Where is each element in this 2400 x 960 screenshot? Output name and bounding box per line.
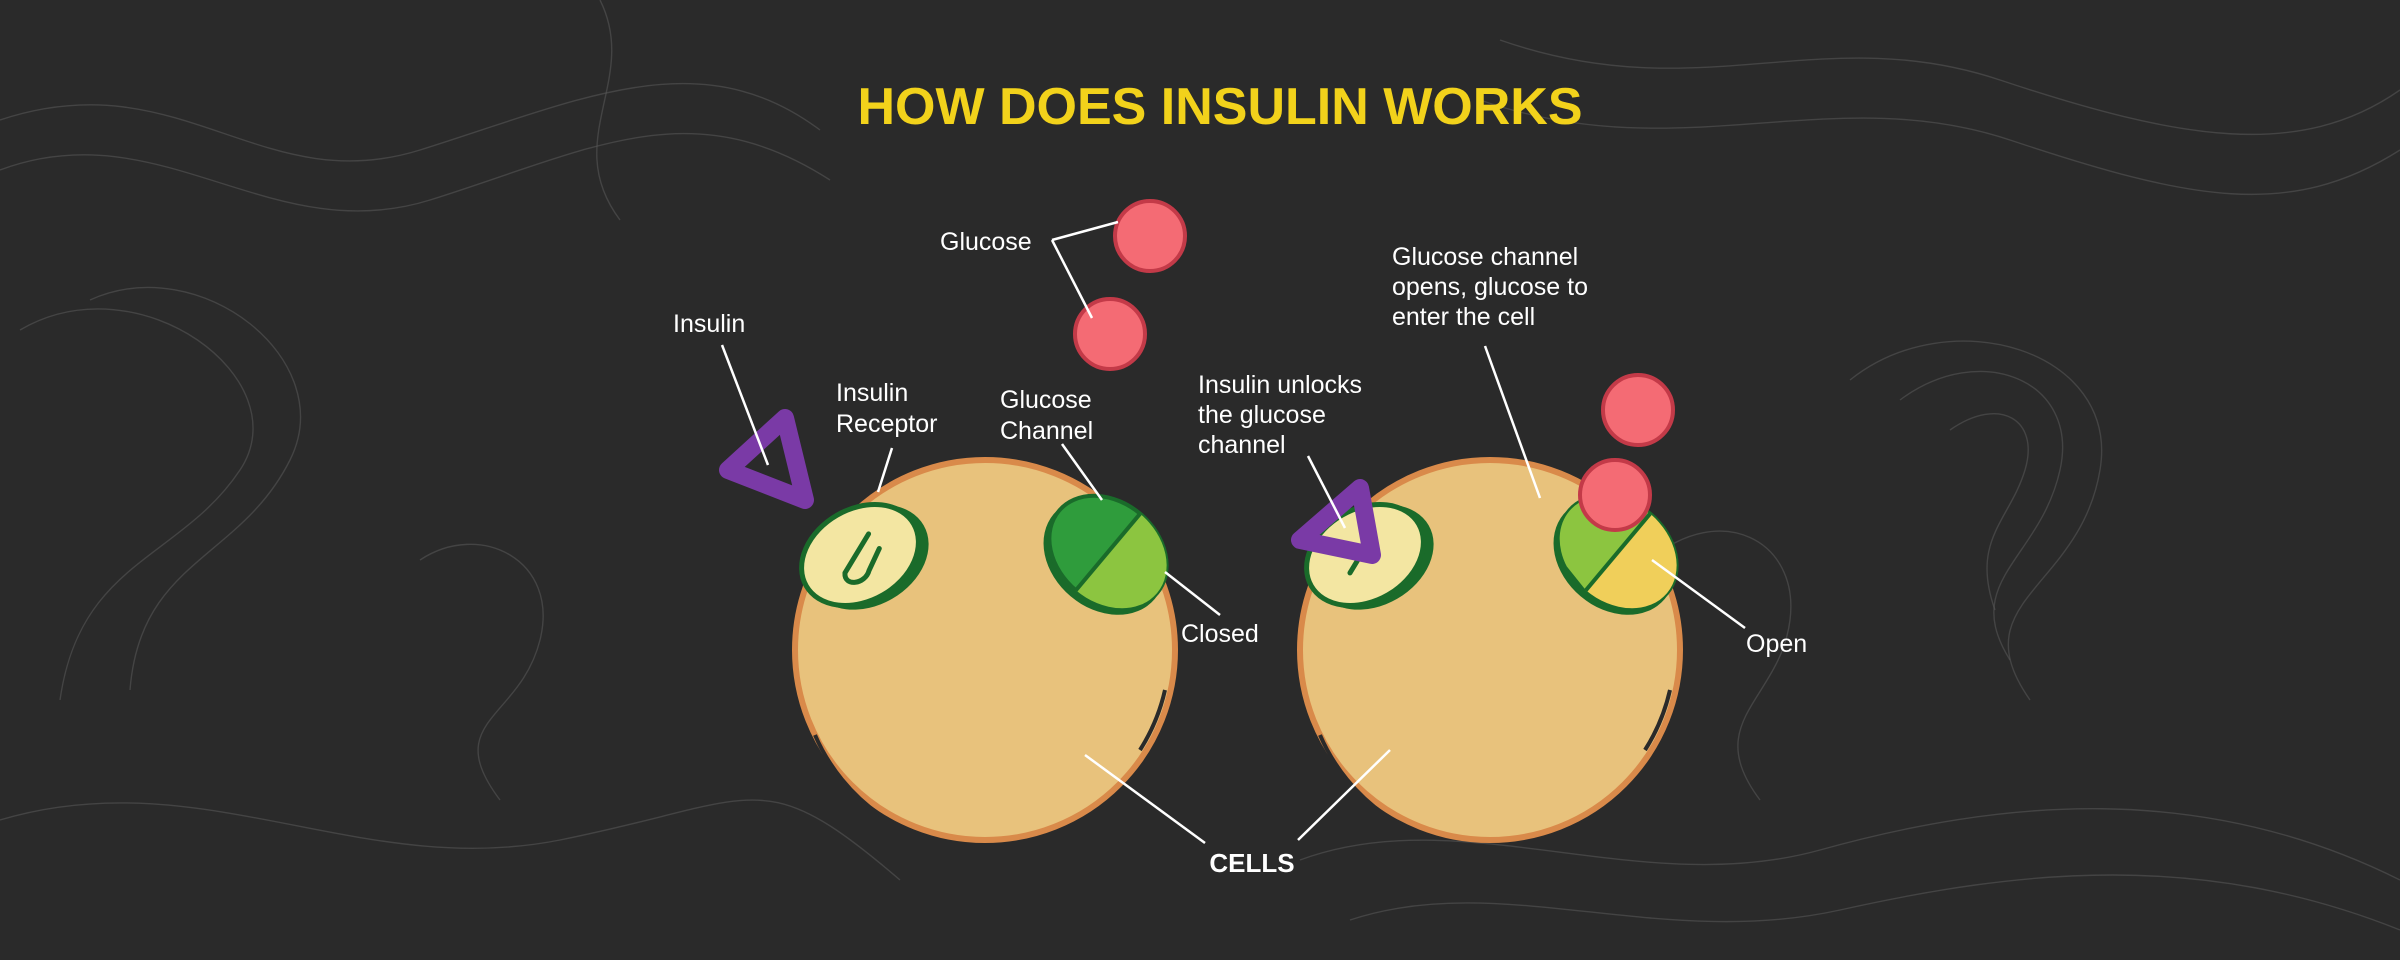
label-cells: CELLS [1209,848,1294,878]
receptor-icon [799,502,929,610]
glucose-molecule-icon [1601,373,1675,447]
glucose-molecule-icon [1578,458,1652,532]
topographic-background [0,0,2400,931]
insulin-triangle-icon [1291,479,1381,564]
label-channel-opens: Glucose channel opens, glucose to enter … [1392,243,1595,331]
label-glucose: Glucose [940,228,1032,256]
insulin-triangle-icon [719,409,814,509]
label-open: Open [1746,630,1807,658]
page-title: HOW DOES INSULIN WORKS [857,78,1582,136]
glucose-channel-icon [1043,493,1169,615]
label-insulin-unlocks: Insulin unlocks the glucose channel [1198,371,1369,459]
glucose-molecule-icon [1073,297,1147,371]
label-glucose-channel: Glucose Channel [1000,386,1099,445]
label-insulin-receptor: Insulin Receptor [836,379,937,438]
label-closed: Closed [1181,620,1259,648]
glucose-channel-icon [1553,493,1679,615]
leader-lines [720,220,1746,845]
glucose-molecule-icon [1113,199,1187,273]
label-insulin: Insulin [673,310,745,338]
